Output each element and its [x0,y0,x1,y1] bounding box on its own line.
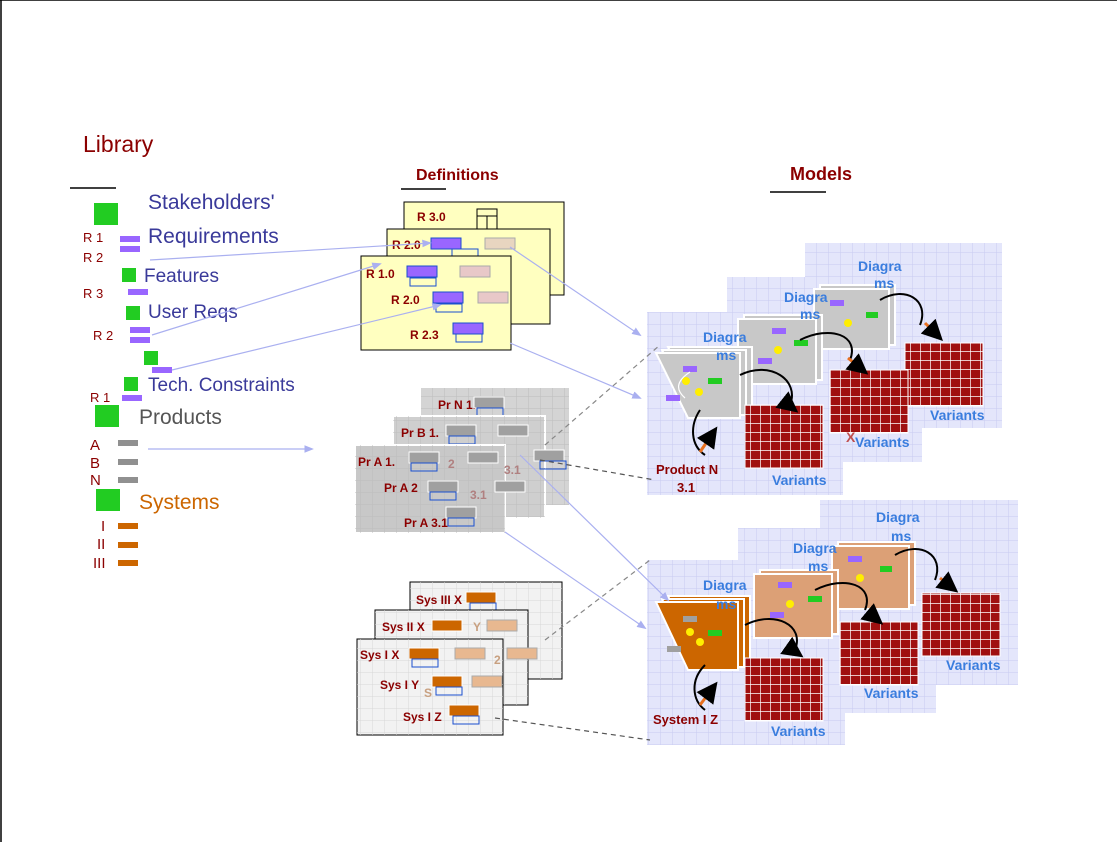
svg-text:R 2.0: R 2.0 [391,293,420,307]
purple-bar-icon [128,289,148,295]
svg-text:2: 2 [494,653,501,667]
library-item-tech-constraints: Tech. Constraints [148,375,295,396]
green-square-icon [94,203,118,225]
product-code: N [90,472,101,489]
green-square-icon [126,306,140,320]
svg-text:Pr B 1.: Pr B 1. [401,426,439,440]
requirement-card: R 1.0 R 2.0 R 2.3 [360,255,512,351]
gray-bar-icon [118,459,138,465]
system-code: I [101,518,105,535]
orange-bar-icon [118,560,138,566]
gray-bar-icon [118,477,138,483]
svg-text:R 1.0: R 1.0 [366,267,395,281]
library-panel: Library Stakeholders' Requirements R 1 R… [70,131,295,572]
svg-text:Pr A 2: Pr A 2 [384,481,418,495]
variants-label: Variants [864,685,919,701]
green-square-icon [96,489,120,511]
green-square-icon [144,351,158,365]
system-card: Sys I X 2 Sys I Y S Sys I Z [356,638,538,736]
library-item-stakeholders-line2: Requirements [148,225,279,248]
diagrams-label: ms [874,275,894,291]
product-model-stack: Diagra ms Diagra ms Diagra ms Variants V… [647,243,1002,495]
svg-text:Sys I X: Sys I X [360,648,399,662]
variants-label: Variants [855,434,910,450]
diagrams-label: ms [716,596,736,612]
purple-bar-icon [130,337,150,343]
product-model-label: Product N [656,462,718,477]
definitions-title: Definitions [416,167,499,184]
diagrams-label: Diagra [793,540,837,556]
library-title: Library [83,131,154,157]
green-square-icon [95,405,119,427]
diagrams-label: ms [808,558,828,574]
green-square-icon [124,377,138,391]
system-model-stack: Diagra ms Diagra ms Diagra ms Variants V… [647,500,1018,745]
system-model-label: System I Z [653,712,718,727]
product-model-label: 3.1 [677,480,695,495]
purple-bar-icon [120,236,140,242]
product-code: A [90,437,100,454]
purple-bar-icon [120,246,140,252]
req-code: R 1 [90,390,110,405]
green-square-icon [122,268,136,282]
connectors [148,239,670,741]
svg-text:Y: Y [473,620,481,634]
svg-text:3.1: 3.1 [504,463,521,477]
library-item-stakeholders-line1: Stakeholders' [148,191,275,214]
gray-bar-icon [118,440,138,446]
library-item-user-reqs: User Reqs [148,302,238,323]
library-item-systems: Systems [139,491,220,514]
purple-bar-icon [152,367,172,373]
diagrams-label: ms [716,347,736,363]
svg-text:S: S [424,686,432,700]
system-code: II [97,536,105,553]
svg-text:Pr A 3.1: Pr A 3.1 [404,516,448,530]
svg-text:R 3.0: R 3.0 [417,210,446,224]
svg-text:R 2.3: R 2.3 [410,328,439,342]
definitions-panel: Definitions R 3.0 R 2.0 R 1.0 R 2.0 [354,167,569,736]
svg-text:Sys I Y: Sys I Y [380,678,419,692]
orange-bar-icon [118,523,138,529]
svg-text:3.1: 3.1 [470,488,487,502]
svg-text:Sys II X: Sys II X [382,620,425,634]
product-card: Pr A 1. 2 Pr A 2 3.1 Pr A 3.1 3.1 [354,444,567,534]
variants-label: Variants [771,723,826,739]
variants-label: Variants [930,407,985,423]
models-title: Models [790,164,852,184]
diagrams-label: Diagra [703,577,747,593]
diagrams-label: Diagra [784,289,828,305]
diagrams-label: Diagra [858,258,902,274]
req-code: R 3 [83,286,103,301]
svg-text:Sys I Z: Sys I Z [403,710,442,724]
req-code: R 1 [83,230,103,245]
svg-text:Pr A 1.: Pr A 1. [358,455,395,469]
req-code: R 2 [93,328,113,343]
library-item-products: Products [139,406,222,429]
system-code: III [93,555,106,572]
purple-bar-icon [122,395,142,401]
product-code: B [90,455,100,472]
variant-x-mark: X [846,429,856,445]
svg-text:Sys III X: Sys III X [416,593,462,607]
diagrams-label: Diagra [703,329,747,345]
svg-text:2: 2 [448,457,455,471]
req-code: R 2 [83,250,103,265]
variants-label: Variants [772,472,827,488]
purple-bar-icon [130,327,150,333]
orange-bar-icon [118,542,138,548]
diagrams-label: ms [891,528,911,544]
models-panel: Models [647,164,1018,745]
svg-text:Pr N 1.: Pr N 1. [438,398,476,412]
variants-label: Variants [946,657,1001,673]
diagrams-label: ms [800,306,820,322]
diagrams-label: Diagra [876,509,920,525]
library-item-features: Features [144,266,219,287]
